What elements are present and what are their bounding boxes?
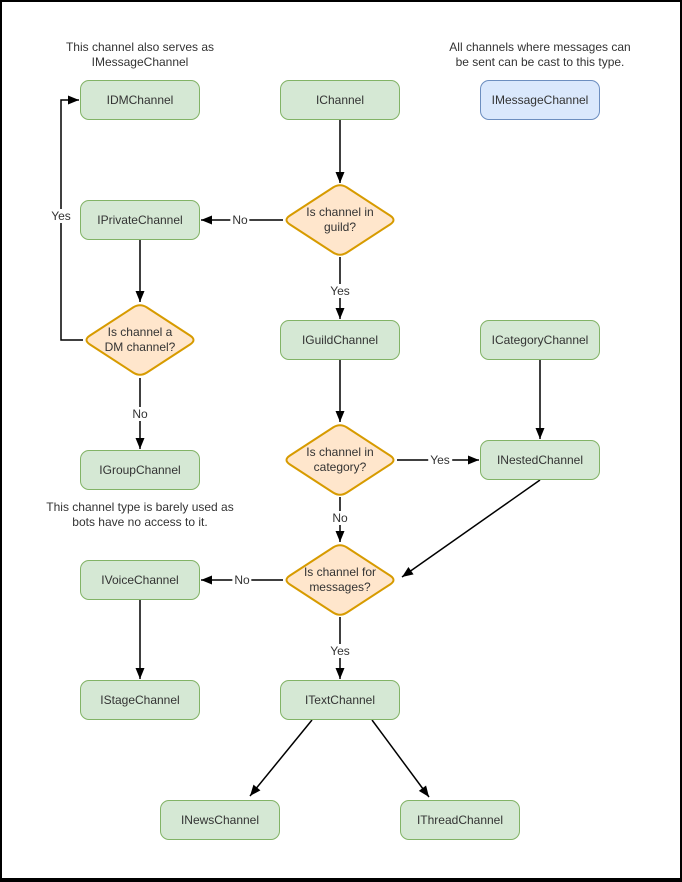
edge-label-category-no: No — [330, 511, 350, 525]
annotation-message-note: All channels where messages can be sent … — [449, 40, 631, 69]
node-istagechannel: IStageChannel — [80, 680, 200, 720]
edge-label-messages-no: No — [232, 573, 252, 587]
node-igroupchannel: IGroupChannel — [80, 450, 200, 490]
edge-inestedchannel-to-for-messages — [401, 479, 541, 578]
node-ivoicechannel: IVoiceChannel — [80, 560, 200, 600]
edge-label-guild-yes: Yes — [328, 284, 352, 298]
node-inestedchannel: INestedChannel — [480, 440, 600, 480]
decision-for-messages-label: Is channel for messages? — [303, 565, 377, 594]
edge-label-guild-no: No — [230, 213, 250, 227]
node-idmchannel: IDMChannel — [80, 80, 200, 120]
node-inewschannel: INewsChannel — [160, 800, 280, 840]
node-ichannel: IChannel — [280, 80, 400, 120]
node-itextchannel: ITextChannel — [280, 680, 400, 720]
edge-label-dm-yes: Yes — [49, 209, 73, 223]
edge-label-category-yes: Yes — [428, 453, 452, 467]
edge-itextchannel-to-inewschannel — [249, 719, 313, 797]
annotation-group-note: This channel type is barely used as bots… — [46, 500, 234, 529]
node-imessagechannel: IMessageChannel — [480, 80, 600, 120]
edge-itextchannel-to-ithreadchannel — [371, 719, 430, 798]
node-ithreadchannel: IThreadChannel — [400, 800, 520, 840]
decision-is-dm-label: Is channel a DM channel? — [104, 325, 176, 354]
decision-in-guild-label: Is channel in guild? — [306, 205, 374, 234]
node-iguildchannel: IGuildChannel — [280, 320, 400, 360]
annotation-dm-note: This channel also serves as IMessageChan… — [65, 40, 215, 69]
node-iprivatechannel: IPrivateChannel — [80, 200, 200, 240]
edge-label-messages-yes: Yes — [328, 644, 352, 658]
decision-in-category-label: Is channel in category? — [306, 445, 374, 474]
edge-label-dm-no: No — [130, 407, 150, 421]
node-icategorychannel: ICategoryChannel — [480, 320, 600, 360]
